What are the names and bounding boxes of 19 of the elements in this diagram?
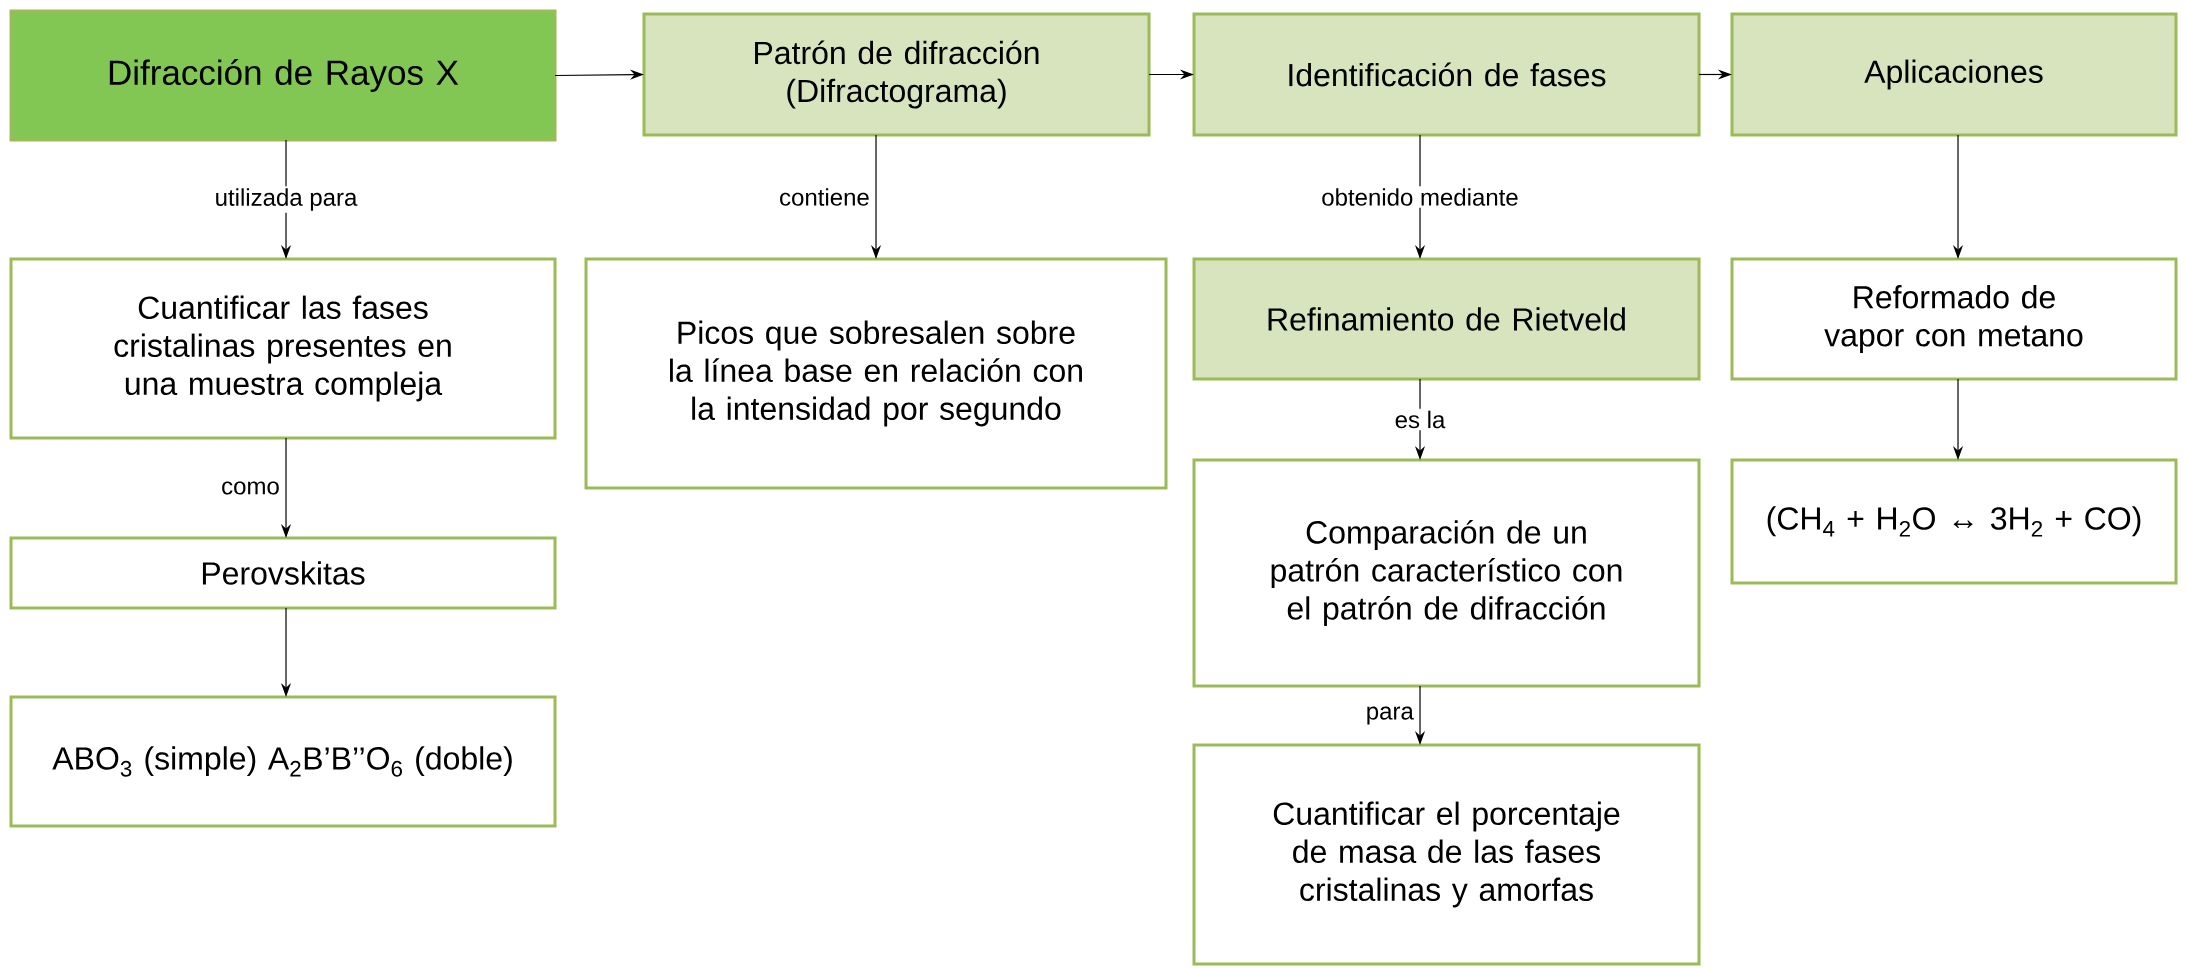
edge-label: es la bbox=[1392, 408, 1448, 431]
concept-box: Patrón de difracción (Difractograma) bbox=[642, 12, 1151, 137]
text-box: Comparación de un patrón característico con el patrón de difracción bbox=[1192, 458, 1701, 688]
concept-box: Identificación de fases bbox=[1192, 12, 1701, 137]
text-box: Cuantificar las fases cristalinas presentes en una muestra compleja bbox=[9, 257, 557, 440]
concept-box: Refinamiento de Rietveld bbox=[1192, 257, 1701, 381]
edge-label: para bbox=[1363, 704, 1416, 727]
heading-box: Difracción de Rayos X bbox=[9, 9, 557, 142]
text-box: (CH$_{4}$ + H$_{2}$O ↔ 3H$_{2}$ + CO) bbox=[1730, 458, 2178, 585]
text-box: Picos que sobresalen sobre la línea base en relación con la intensidad por segundo bbox=[584, 257, 1168, 490]
text-box: ABO$_{3}$ (simple) A$_{2}$B’B’’O$_{6}$ (doble) bbox=[9, 695, 557, 828]
edge-label: utilizada para bbox=[212, 186, 360, 213]
text-box: Cuantificar el porcentaje de masa de las fases cristalinas y amorfas bbox=[1192, 743, 1701, 966]
concept-box: Aplicaciones bbox=[1730, 12, 2178, 137]
edge-label: como bbox=[219, 479, 282, 497]
text-box: Perovskitas bbox=[9, 536, 557, 610]
edge-label: obtenido mediante bbox=[1319, 186, 1521, 208]
edge-label: contiene bbox=[777, 186, 872, 208]
text-box: Reformado de vapor con metano bbox=[1730, 257, 2178, 381]
